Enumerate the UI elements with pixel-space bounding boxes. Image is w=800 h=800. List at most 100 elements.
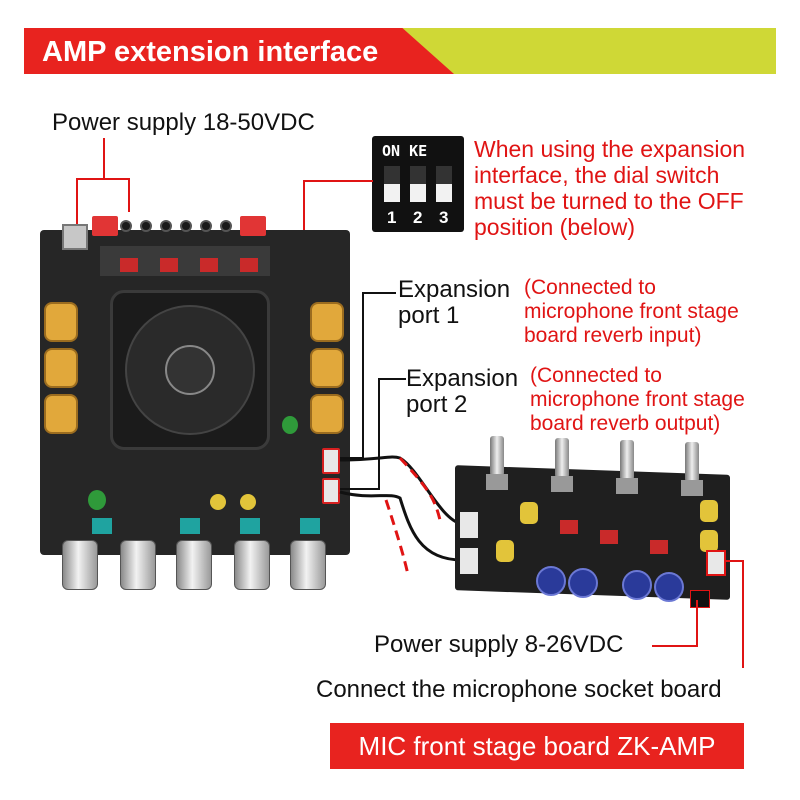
speaker-terminal: [240, 216, 266, 236]
mic-board-output-connector: [460, 548, 478, 574]
board-component: [180, 518, 200, 534]
bass-knob: [176, 540, 212, 590]
leader-line: [76, 178, 130, 180]
leader-line: [303, 180, 305, 242]
capacitor-yellow: [520, 502, 538, 524]
capacitor: [310, 394, 344, 434]
capacitor-blue: [568, 568, 598, 598]
potentiometer: [681, 480, 703, 496]
capacitor-yellow: [496, 540, 514, 562]
capacitor-blue: [622, 570, 652, 600]
expansion-port-2-connector: [322, 478, 340, 504]
leader-line: [652, 645, 698, 647]
dial-switch-top-label: ON KE: [382, 142, 428, 160]
note-line: must be turned to the OFF: [474, 188, 744, 214]
board-component: [92, 518, 112, 534]
board-component: [650, 540, 668, 554]
page-title: AMP extension interface: [42, 36, 379, 68]
dial-switch-diagram: ON KE 1 2 3: [372, 136, 464, 232]
relay-component: [240, 258, 258, 272]
leader-line: [378, 378, 406, 380]
dial-switch-note: When using the expansion interface, the …: [474, 136, 745, 240]
dip-knob: [436, 184, 452, 202]
terminal-screw: [120, 220, 132, 232]
terminal-screw: [140, 220, 152, 232]
capacitor: [44, 348, 78, 388]
terminal-screw: [160, 220, 172, 232]
note-line: position (below): [474, 214, 636, 240]
potentiometer: [551, 476, 573, 492]
note-line: When using the expansion: [474, 136, 746, 162]
expansion-port-1-note: (Connected to microphone front stage boa…: [524, 276, 739, 348]
board-component: [300, 518, 320, 534]
leader-line: [362, 292, 364, 458]
yellow-capacitor: [240, 494, 256, 510]
potentiometer: [486, 474, 508, 490]
capacitor: [44, 302, 78, 342]
leader-line: [726, 560, 744, 562]
leader-line: [696, 600, 698, 647]
sub-knob: [290, 540, 326, 590]
yellow-capacitor: [210, 494, 226, 510]
relay-component: [200, 258, 218, 272]
leader-line: [362, 292, 396, 294]
mic-socket-label: Connect the microphone socket board: [316, 676, 722, 703]
leader-line: [340, 488, 380, 490]
dc-jack: [62, 224, 88, 250]
capacitor: [44, 394, 78, 434]
header-banner-accent: [24, 28, 454, 74]
board-name-banner: [330, 723, 744, 769]
fan-hub: [165, 345, 215, 395]
pot-shaft: [620, 440, 634, 480]
capacitor: [310, 302, 344, 342]
pot-shaft: [490, 436, 504, 476]
green-capacitor: [282, 416, 298, 434]
board-component: [600, 530, 618, 544]
relay-component: [160, 258, 178, 272]
mic-power-connector: [690, 590, 710, 608]
capacitor-blue: [536, 566, 566, 596]
expansion-port-2-note: (Connected to microphone front stage boa…: [530, 364, 745, 436]
label-line: port 2: [406, 391, 468, 418]
treble-knob: [120, 540, 156, 590]
capacitor: [310, 348, 344, 388]
capacitor-blue: [654, 572, 684, 602]
mic-power-supply-label: Power supply 8-26VDC: [374, 631, 624, 658]
power-terminal: [92, 216, 118, 236]
mid-knob: [234, 540, 270, 590]
board-component: [240, 518, 260, 534]
mic-board-input-connector: [460, 512, 478, 538]
note-line: board reverb output): [530, 412, 721, 435]
expansion-port-1-connector: [322, 448, 340, 474]
amp-power-supply-label: Power supply 18-50VDC: [52, 109, 315, 136]
cable-link-dashed: [398, 456, 442, 521]
dip-knob: [384, 184, 400, 202]
note-line: (Connected to: [524, 276, 656, 299]
leader-line: [103, 138, 105, 180]
expansion-port-2-label: Expansion port 2: [406, 366, 518, 418]
note-line: microphone front stage: [530, 388, 745, 411]
board-name-title: MIC front stage board ZK-AMP: [358, 731, 716, 761]
cable-link-dashed: [384, 499, 410, 576]
potentiometer: [616, 478, 638, 494]
label-line: Expansion: [398, 276, 511, 303]
mic-socket-connector: [706, 550, 726, 576]
capacitor-yellow: [700, 530, 718, 552]
terminal-screw: [200, 220, 212, 232]
dip-number: 3: [439, 208, 449, 227]
leader-line: [128, 178, 130, 212]
label-line: port 1: [398, 302, 460, 329]
terminal-screw: [180, 220, 192, 232]
label-line: Expansion: [406, 365, 519, 392]
note-line: interface, the dial switch: [474, 162, 720, 188]
dip-number: 2: [413, 208, 423, 227]
leader-line: [378, 378, 380, 490]
relay-component: [120, 258, 138, 272]
volume-knob: [62, 540, 98, 590]
dip-knob: [410, 184, 426, 202]
leader-line: [340, 457, 364, 459]
pot-shaft: [685, 442, 699, 482]
cable-2: [339, 490, 463, 562]
note-line: board reverb input): [524, 324, 702, 347]
